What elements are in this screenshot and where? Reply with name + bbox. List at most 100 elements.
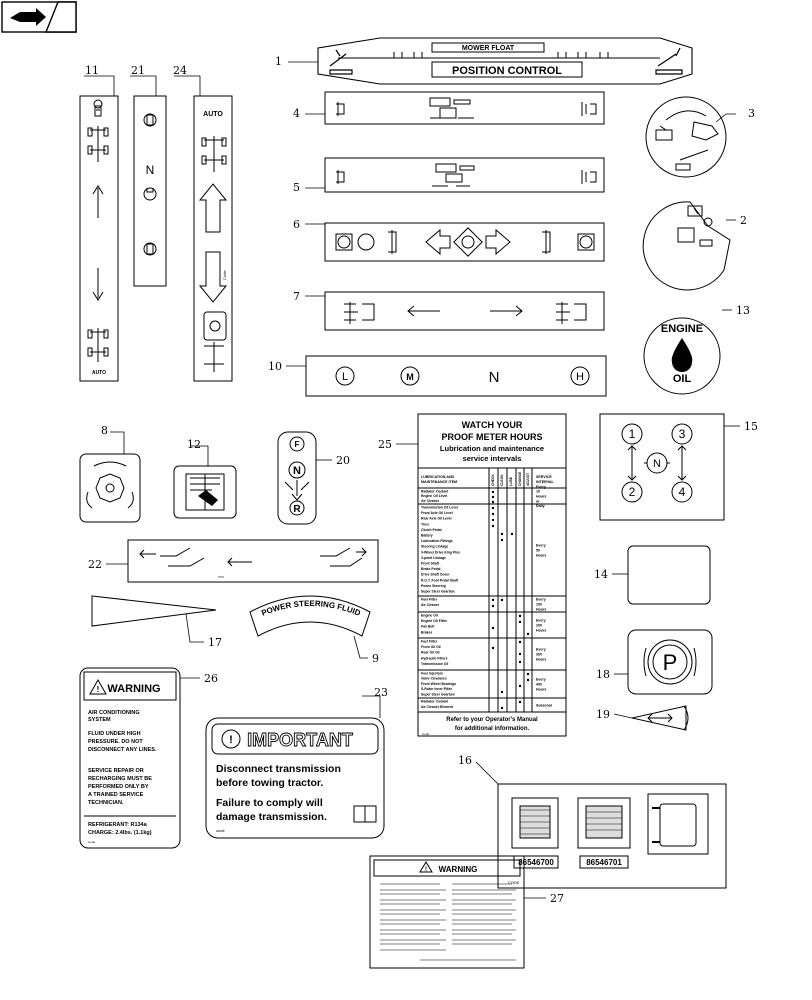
decal-25-item: Transmission Oil Level <box>421 506 458 510</box>
decal-25-interval: 50 <box>536 549 540 553</box>
decal-25-item: Brakes <box>421 630 432 634</box>
decal-25-col-check: CHECK <box>491 474 495 486</box>
decal-25-subtitle-1: Lubrication and maintenance <box>440 444 544 453</box>
decal-20-neutral: N <box>293 465 301 477</box>
decal-25-item: Radiator Coolant <box>421 490 449 494</box>
decal-18-park-letter: P <box>663 650 678 675</box>
decal-25-interval: 200 <box>536 624 542 628</box>
decal-25-item: Rear Oil Oil <box>421 651 440 655</box>
decal-25-item: Hydraulic Filters <box>421 656 448 660</box>
decal-25-head-left-2: MAINTENANCE ITEM <box>421 480 457 484</box>
decal-12 <box>173 465 237 519</box>
decal-1-top-label: MOWER FLOAT <box>462 45 515 52</box>
decal-23-line-4: damage transmission. <box>216 811 327 823</box>
decal-25-item: Fuel Filter <box>421 598 438 602</box>
decal-25-interval: Every <box>536 619 546 623</box>
decal-25-interval: Every <box>536 485 546 489</box>
decal-25-item: Drive Shaft Cover <box>421 573 450 577</box>
decal-17 <box>91 595 217 627</box>
decal-25-interval: Every <box>536 544 546 548</box>
decal-25-col-clean: CLEAN <box>500 474 504 486</box>
decal-8 <box>79 453 141 523</box>
decal-25-interval: Hours <box>536 607 546 611</box>
decal-11-auto: AUTO <box>92 370 106 376</box>
decal-26-line-3: FLUID UNDER HIGH <box>88 731 141 737</box>
callout-13: 13 <box>736 304 750 317</box>
decal-20-reverse: R <box>293 504 301 515</box>
decal-25-interval: Every <box>536 598 546 602</box>
decal-25-item: Engine Oil Level <box>421 494 447 498</box>
decal-24 <box>193 95 233 382</box>
decal-25-item: Radiator Coolant <box>421 700 449 704</box>
decal-26-code: Code <box>88 840 96 844</box>
decal-25-head-right: SERVICE <box>536 475 552 479</box>
decal-26-line-2: SYSTEM <box>88 717 111 723</box>
decal-1-mower-float <box>317 37 693 85</box>
decal-25-interval: Hours <box>536 553 546 557</box>
decal-16-part-1: 86546700 <box>518 858 554 867</box>
decal-26-header: WARNING <box>107 683 160 695</box>
decal-4 <box>324 91 605 125</box>
decal-24-code: Code <box>222 270 227 280</box>
decal-26-refrigerant: REFRIGERANT: R134a <box>88 822 148 828</box>
decal-25-item: Air Cleaner Element <box>421 705 454 709</box>
decal-25-item: Engine Oil <box>421 614 438 618</box>
decal-25-interval: Hours <box>536 495 546 499</box>
decal-25-interval: Hours <box>536 687 546 691</box>
decal-15-gear-1: 1 <box>629 427 636 441</box>
decal-11 <box>79 95 119 382</box>
decal-25-interval: Seasonal <box>536 704 552 708</box>
decal-25-col-lube: LUBE <box>509 476 513 486</box>
callout-25: 25 <box>378 438 392 451</box>
decal-23-line-1: Disconnect transmission <box>216 763 341 775</box>
decal-25-title-1: WATCH YOUR <box>462 420 523 430</box>
decal-25-footer-1: Refer to your Operator's Manual <box>446 717 538 723</box>
decal-13-oil-label: OIL <box>673 373 692 385</box>
decal-26-line-4: PRESSURE. DO NOT <box>88 739 143 745</box>
decal-21-neutral: N <box>146 163 155 177</box>
decal-19 <box>631 705 689 731</box>
callout-10: 10 <box>268 360 282 373</box>
decal-16 <box>497 783 727 889</box>
decal-26-line-6: SERVICE REPAIR OR <box>88 768 144 774</box>
decal-25-code: Code <box>422 732 430 736</box>
decal-25-item: S-Rotor Inner Filter <box>421 687 453 691</box>
decal-25-item: R.O.T. Foot Pedal Shaft <box>421 578 459 582</box>
decal-26-alert-icon: ! <box>97 685 100 694</box>
callout-3: 3 <box>748 107 755 120</box>
callout-5: 5 <box>293 181 300 194</box>
decal-25-item: Air Cleaner <box>421 499 440 503</box>
decal-6 <box>324 222 605 262</box>
callout-14: 14 <box>594 568 608 581</box>
decal-25-item: Super Steer Gearbox <box>421 590 455 594</box>
callout-24: 24 <box>173 64 187 77</box>
decal-25-item: Engine Oil Filter <box>421 619 448 623</box>
decal-23 <box>205 717 385 839</box>
callout-4: 4 <box>293 107 300 120</box>
nav-back-icon[interactable] <box>1 1 77 33</box>
decal-25-item: Fan Belt <box>421 625 435 629</box>
decal-3 <box>645 96 727 178</box>
decal-25-item: Rear Axle Oil Level <box>421 517 452 521</box>
callout-16: 16 <box>458 754 472 767</box>
decal-25-head-left: LUBRICATION AND <box>421 475 455 479</box>
decal-25-head-right-2: INTERVAL <box>536 480 554 484</box>
decal-25-item: Battery <box>421 534 433 538</box>
decal-25-item: Power Steering <box>421 584 446 588</box>
callout-12: 12 <box>187 438 201 451</box>
decal-13-engine-label: ENGINE <box>661 323 703 335</box>
decal-27-alert-icon: ! <box>425 867 427 873</box>
decal-15-gear-4: 4 <box>679 485 686 499</box>
decal-5 <box>324 157 605 193</box>
decal-23-code: code <box>216 828 225 833</box>
decal-18 <box>627 629 713 695</box>
decal-25-item: Front Oil Oil <box>421 645 441 649</box>
callout-leaders <box>84 61 740 899</box>
decal-26-line-5: DISCONNECT ANY LINES. <box>88 747 157 753</box>
decal-25-title-2: PROOF METER HOURS <box>441 432 542 442</box>
decal-25-item: Tires <box>421 522 429 526</box>
callout-7: 7 <box>293 290 300 303</box>
decal-7 <box>324 291 605 331</box>
callout-20: 20 <box>336 454 350 467</box>
